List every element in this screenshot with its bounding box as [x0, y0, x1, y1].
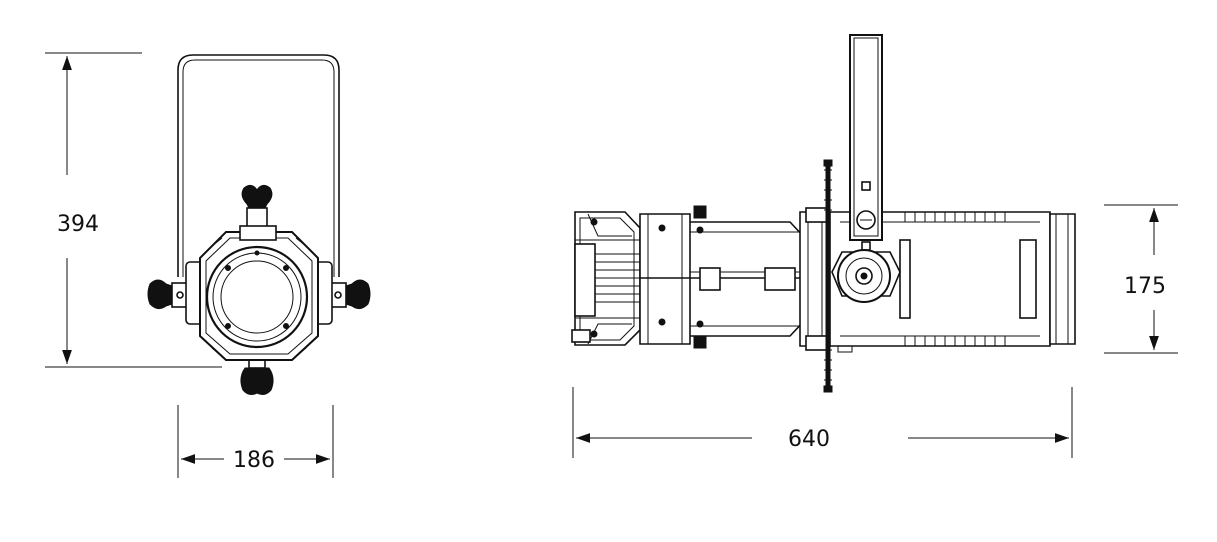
yoke-arm-icon: [849, 34, 883, 251]
front-width-dimension: [177, 405, 334, 478]
front-view: [147, 54, 371, 395]
front-height-label: 394: [57, 212, 99, 237]
front-height-dimension: [45, 52, 222, 368]
side-height-dimension: [1104, 204, 1178, 354]
yoke-pivot-icon: [831, 249, 901, 303]
side-height-label: 175: [1124, 274, 1166, 299]
side-length-label: 640: [788, 427, 830, 452]
shutter-blade-icon: [823, 159, 833, 393]
right-knob-icon: [329, 279, 371, 310]
front-width-label: 186: [233, 448, 275, 473]
left-knob-icon: [147, 279, 189, 310]
side-view: [571, 34, 1076, 393]
side-length-dimension: [572, 387, 1073, 458]
